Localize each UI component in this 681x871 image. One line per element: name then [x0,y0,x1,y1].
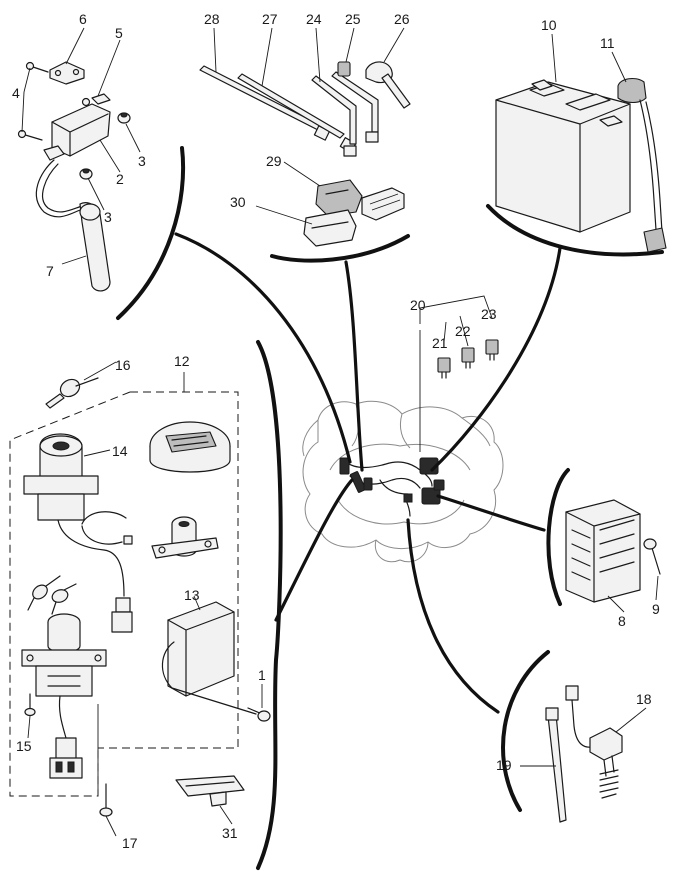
rubber-cover-31 [175,775,245,807]
key-16 [45,377,99,409]
callout-3-upper: 3 [138,153,146,169]
callout-23: 23 [481,306,497,322]
callout-16: 16 [115,357,131,373]
coupler-cover-29 [315,179,363,217]
band-24 [311,75,357,145]
main-switch-14 [23,433,133,633]
callout-25: 25 [345,11,361,27]
clamp-25 [337,61,351,77]
callout-26: 26 [394,11,410,27]
washer-5 [81,97,91,107]
callout-30: 30 [230,194,246,210]
coupler-30 [303,209,357,247]
callout-29: 29 [266,153,282,169]
callout-labels: 6 5 4 3 2 3 7 28 27 24 25 26 10 11 29 30… [12,11,660,851]
fuse-group [419,295,499,452]
callout-17: 17 [122,835,138,851]
callout-10: 10 [541,17,557,33]
callout-5: 5 [115,25,123,41]
main-switch-lower [21,613,107,779]
bracket-stop-switch [501,650,550,812]
callout-28: 28 [204,11,220,27]
callout-14: 14 [112,443,128,459]
callout-13: 13 [184,587,200,603]
callout-20: 20 [410,297,426,313]
callout-19: 19 [496,757,512,773]
ignition-coil-group [17,61,131,292]
coil-body-2 [51,103,111,157]
bracket-ignition-switch [256,340,283,870]
screw-15 [24,693,36,717]
cdi-unit-13 [161,601,257,715]
plug-cap-7 [79,202,111,292]
fuse-21 [437,357,451,373]
callout-15: 15 [16,738,32,754]
callout-11: 11 [600,35,615,51]
callout-4: 4 [12,85,20,101]
leader-lines [21,27,659,837]
callout-18: 18 [636,691,652,707]
callout-3-lower: 3 [104,209,112,225]
callout-22: 22 [455,323,471,339]
bolt-4-upper [25,61,49,73]
rectifier-8 [565,499,641,603]
terminals [361,187,405,221]
callout-24: 24 [306,11,322,27]
battery-group [495,77,667,253]
callout-21: 21 [432,335,448,351]
fuse-23 [485,339,499,355]
bracket-battery [486,204,664,257]
switch-connector [565,685,579,701]
callout-6: 6 [79,11,87,27]
callout-9: 9 [652,601,660,617]
cap-3-upper [117,112,131,124]
rear-brake-switch-18 [589,727,623,799]
group-brackets [116,146,664,870]
bolt-1 [247,707,271,722]
callout-31: 31 [222,825,238,841]
cable-tie-27 [237,73,345,139]
bracket-rectifier [546,468,570,606]
bracket-6 [49,61,85,85]
cable-tie-19 [547,713,567,823]
cable-tie-28 [199,65,323,131]
seat-lock [151,516,219,559]
fuse-22 [461,347,475,363]
battery-10 [495,81,631,233]
ignition-switch-group [9,372,271,817]
callout-27: 27 [262,11,278,27]
callout-12: 12 [174,353,190,369]
callout-1: 1 [258,667,266,683]
cable-ties-group [199,61,411,247]
clip-band [81,511,127,545]
battery-cable-cover-11 [617,77,647,104]
bracket-ignition-coil [116,146,186,320]
fuel-cap [149,421,231,473]
bolt-9 [643,538,661,575]
keys-pair [27,575,77,615]
callout-2: 2 [116,171,124,187]
callout-7: 7 [46,263,54,279]
wire-harness-center [339,457,445,517]
callout-8: 8 [618,613,626,629]
motorcycle-outline [302,400,504,563]
cap-3-lower [79,168,93,180]
stop-switch-group [545,685,623,823]
bracket-ties [270,234,410,263]
bolt-17 [97,704,113,817]
rectifier-regulator-group [565,499,661,603]
